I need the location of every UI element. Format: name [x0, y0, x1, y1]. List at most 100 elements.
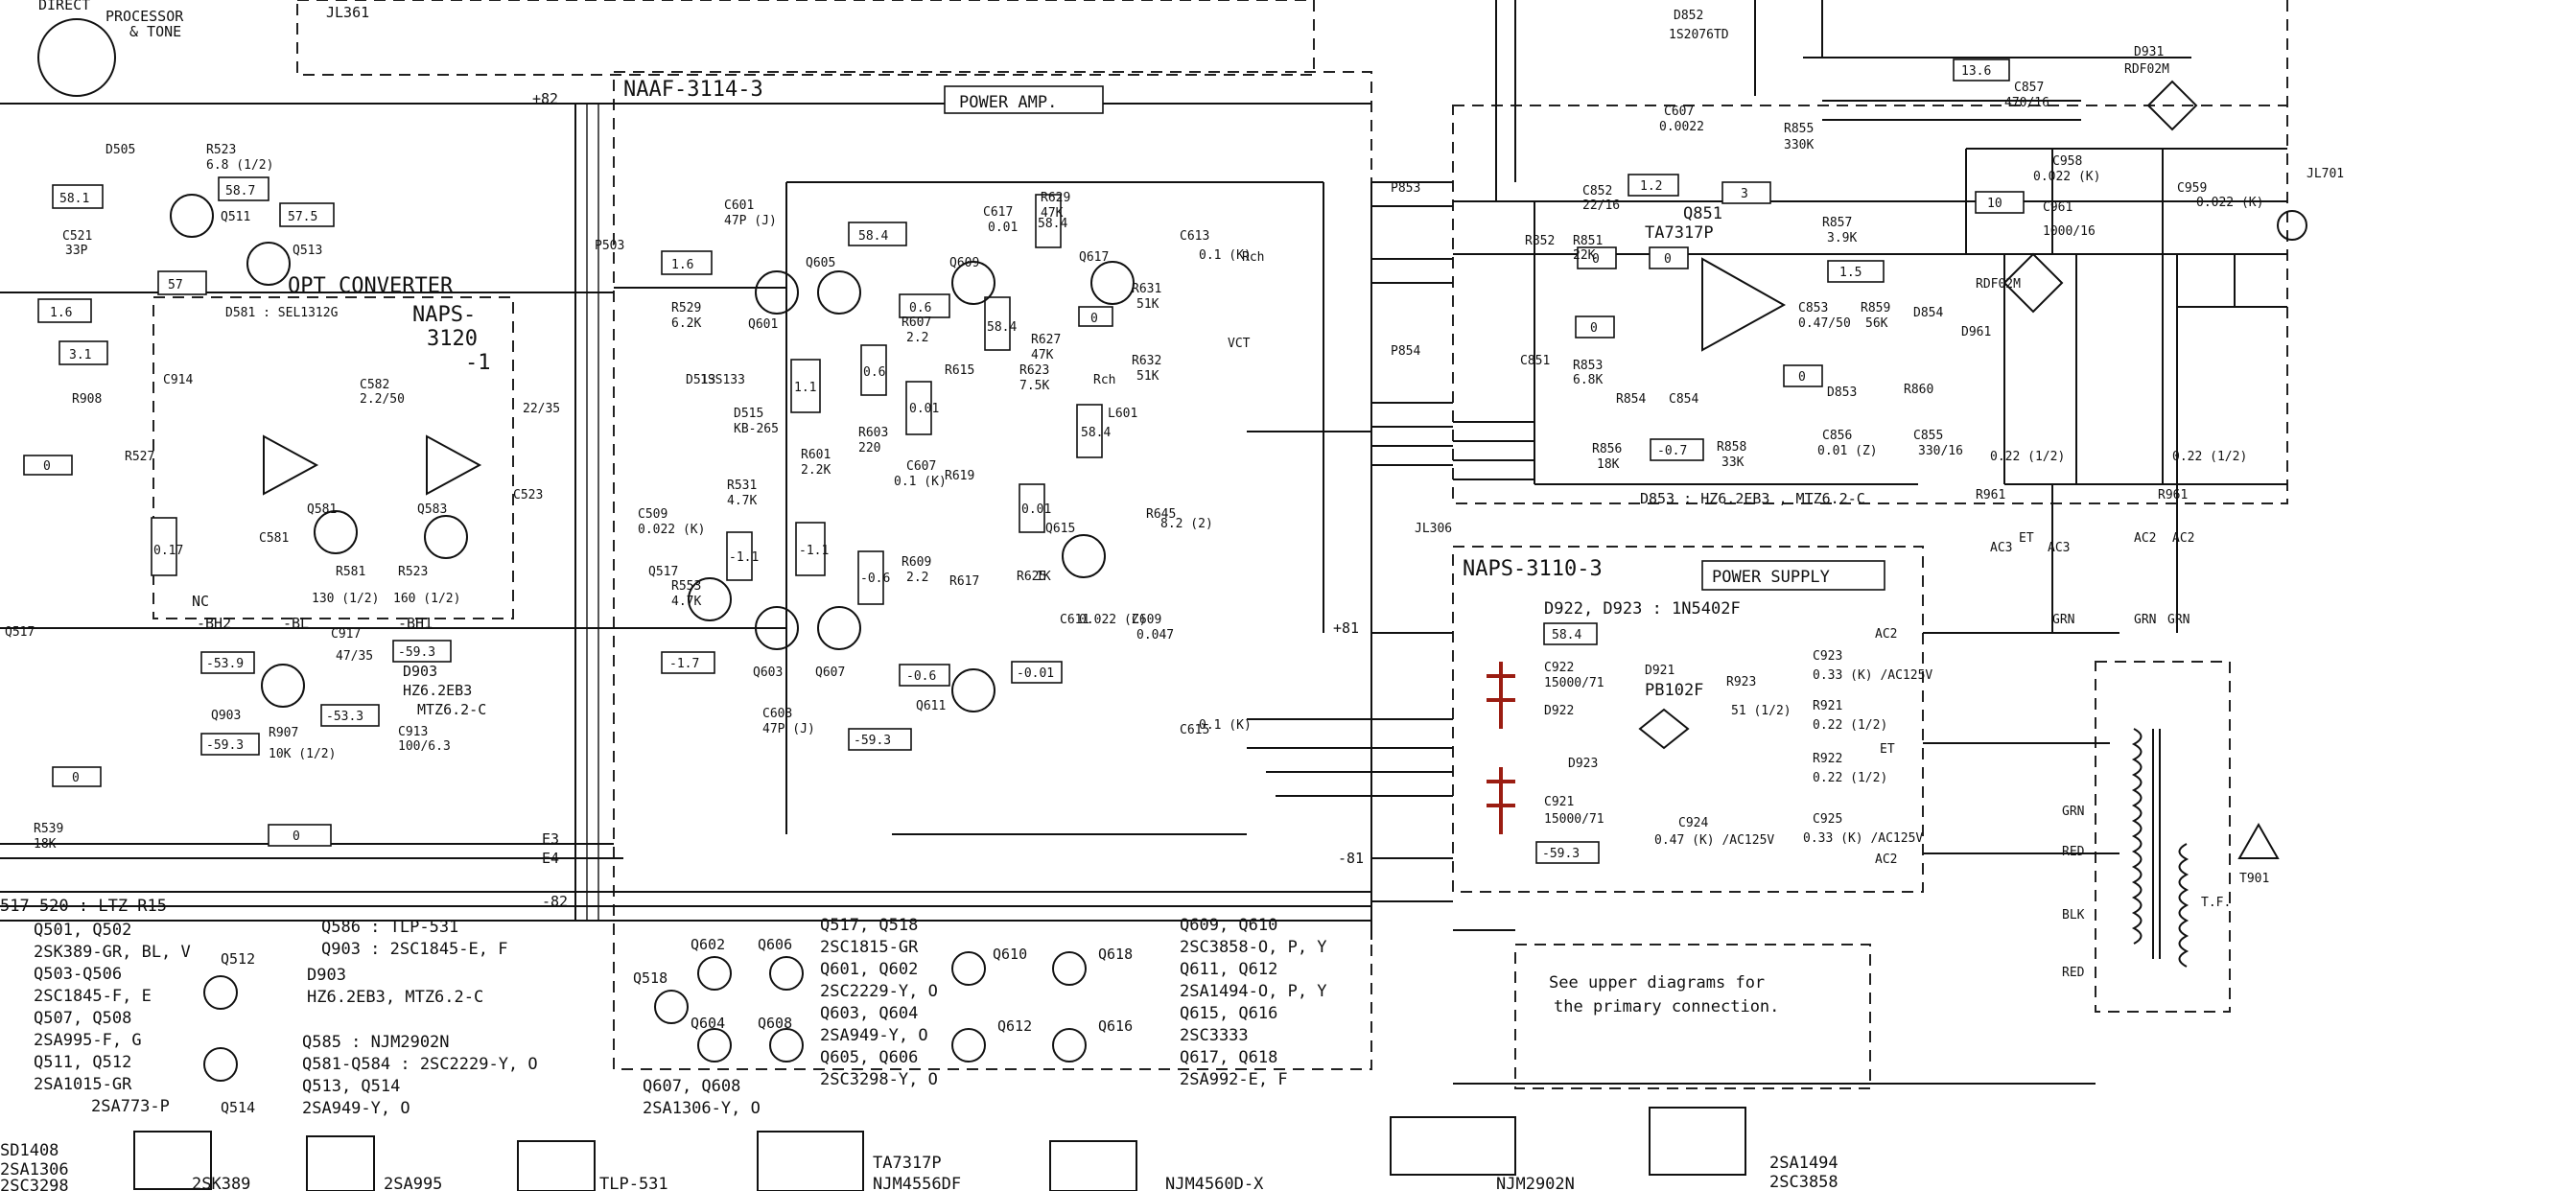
val-c922: 15000/71 — [1544, 676, 1604, 690]
q511-symbol — [170, 194, 214, 238]
legend-c3-5: 2SA949-Y, O — [820, 1026, 928, 1045]
ref-d852: D852 — [1674, 9, 1703, 23]
ref-q851: Q851 — [1683, 204, 1722, 223]
ref-r631: R631 — [1132, 282, 1161, 296]
val-r627: 47K — [1031, 348, 1054, 362]
ref-c856: C856 — [1822, 429, 1852, 443]
legend-c4-7: 2SA992-E, F — [1180, 1070, 1288, 1089]
ref-c854: C854 — [1669, 392, 1698, 407]
ref-ac2-c: AC2 — [2134, 531, 2156, 546]
val-r923: 51 (1/2) — [1731, 704, 1791, 718]
package-labels: 2SK389 2SA995 TLP-531 TA7317P NJM4556DF … — [0, 1141, 1838, 1191]
ref-p853: P853 — [1391, 181, 1420, 196]
val-c961: 1000/16 — [2043, 224, 2096, 239]
val-c921: 15000/71 — [1544, 812, 1604, 827]
ref-r853: R853 — [1573, 359, 1603, 373]
ref-r851: R851 — [1573, 234, 1603, 248]
ref-r629: R629 — [1041, 191, 1070, 205]
val-r858: 33K — [1721, 455, 1745, 470]
label-direct: DIRECT — [38, 0, 90, 13]
val-c523: 22/35 — [523, 402, 560, 416]
ref-c853: C853 — [1798, 301, 1828, 315]
val-c852: 22/16 — [1582, 198, 1620, 213]
ref-d922: D922 — [1544, 704, 1574, 718]
rail-m82: -82 — [542, 893, 568, 910]
ref-c611: C611 — [1060, 613, 1089, 627]
ic-packages — [133, 1107, 1746, 1191]
rail-nc: NC — [192, 593, 209, 610]
legend-sym-q606: Q606 — [758, 936, 792, 953]
ref-et-a: ET — [1880, 742, 1895, 757]
legend-c3-4: Q603, Q604 — [820, 1004, 918, 1023]
volt-58-7: 58.7 — [225, 184, 255, 198]
legend-sym-q604: Q604 — [691, 1015, 725, 1032]
upper-right-board-outline — [1452, 105, 2288, 504]
val-c958: 0.022 (K) — [2033, 170, 2100, 184]
ref-q513: Q513 — [293, 244, 322, 258]
val-r856: 18K — [1597, 457, 1620, 472]
ref-r632: R632 — [1132, 354, 1161, 368]
ref-c923: C923 — [1813, 649, 1842, 664]
val-r623: 7.5K — [1019, 379, 1049, 393]
ref-r857: R857 — [1822, 216, 1852, 230]
val-r609: 2.2 — [906, 571, 928, 585]
ref-c613: C613 — [1180, 229, 1209, 244]
primary-note-line1: See upper diagrams for — [1549, 973, 1765, 992]
jl701-connector — [2277, 210, 2307, 241]
ref-jl306: JL306 — [1415, 522, 1452, 536]
val-r857: 3.9K — [1827, 231, 1857, 245]
q611-symbol — [951, 668, 995, 712]
pkg-2sk389: 2SK389 — [192, 1175, 250, 1191]
ref-q603: Q603 — [753, 666, 783, 680]
legend-c4-5: 2SC3333 — [1180, 1026, 1249, 1045]
ref-rch: Rch — [1242, 250, 1264, 265]
ref-c609: C609 — [1132, 613, 1161, 627]
volt-0-17: 0.17 — [153, 544, 183, 558]
volt-0-b: 0 — [1090, 312, 1098, 326]
ref-blk: BLK — [2062, 908, 2085, 922]
legend-c1-6: Q511, Q512 — [34, 1053, 131, 1072]
q615-symbol — [1062, 534, 1106, 578]
ref-c521: C521 — [62, 229, 92, 244]
volt-58-4-b: 58.4 — [987, 320, 1017, 335]
ref-q615: Q615 — [1045, 522, 1075, 536]
val-d852: 1S2076TD — [1669, 28, 1729, 42]
legend-sym-q602: Q602 — [691, 936, 725, 953]
q617-symbol — [1090, 261, 1135, 305]
legend-sym-q612: Q612 — [997, 1017, 1032, 1035]
val-c509: 0.022 (K) — [638, 523, 705, 537]
volt-0-a: 0 — [43, 459, 51, 474]
ref-r625: R625 — [1017, 570, 1046, 584]
legend-c3-6: Q605, Q606 — [820, 1048, 918, 1067]
pkg-sd1408: SD1408 — [0, 1141, 59, 1160]
volt-1-1-b: -1.1 — [729, 550, 759, 565]
q581-symbol — [314, 510, 358, 554]
label-naps3110: NAPS-3110-3 — [1463, 557, 1603, 581]
volt-0-6-d: -0.6 — [906, 669, 936, 684]
ref-r553: R553 — [671, 579, 701, 594]
legend-c4-2: Q611, Q612 — [1180, 960, 1277, 979]
ref-r961: R961 — [1976, 488, 2005, 502]
volt-57-5: 57.5 — [288, 210, 317, 224]
pkg-njm2902: NJM2902N — [1496, 1175, 1575, 1191]
value-flags — [23, 58, 2025, 864]
volt-0-01-c: 0.01 — [1021, 502, 1051, 517]
val-r523: 6.8 (1/2) — [206, 158, 273, 173]
val-c856: 0.01 (Z) — [1817, 444, 1878, 458]
volt-1-5: 1.5 — [1839, 266, 1862, 280]
ref-c607b: C607 — [1664, 105, 1694, 119]
volt-0-g: 0 — [1590, 321, 1598, 336]
volt-58-1: 58.1 — [59, 192, 89, 206]
ref-q903: Q903 — [211, 709, 241, 723]
ref-c582: C582 — [360, 378, 389, 392]
legend-c1-5: 2SA995-F, G — [34, 1031, 142, 1050]
note-ltz: 517-520 : LTZ-R15 — [0, 897, 167, 916]
ref-r623: R623 — [1019, 363, 1049, 378]
val-c521: 33P — [65, 244, 88, 258]
volt-3-1: 3.1 — [69, 348, 91, 362]
ref-r615: R615 — [945, 363, 974, 378]
val-c603: 47P (J) — [762, 722, 815, 736]
ref-c958: C958 — [2052, 154, 2082, 169]
ref-rch-2: Rch — [1093, 373, 1115, 387]
volt-0-6-b: 0.6 — [863, 365, 885, 380]
